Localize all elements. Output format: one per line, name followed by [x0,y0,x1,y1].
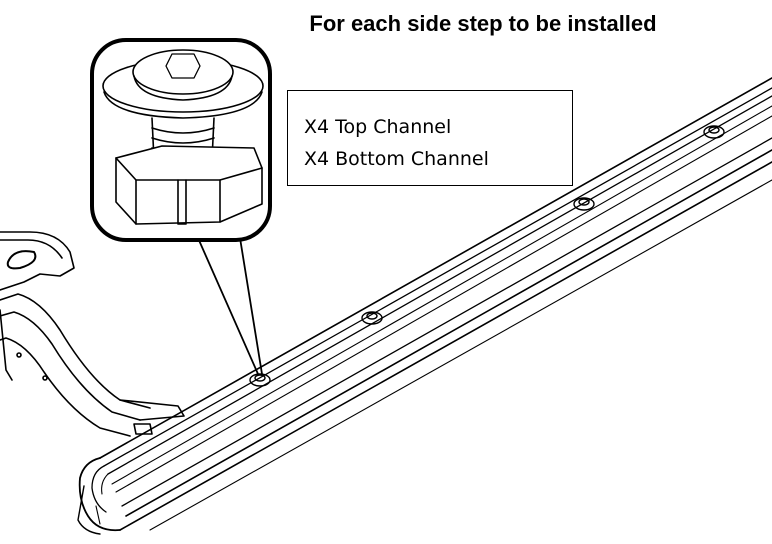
button-head-hex-socket-bolt-icon [102,49,264,161]
running-board-rail [77,77,772,535]
callout-leader [197,237,263,375]
rail-bolt-2 [361,311,383,325]
rail-bolt-4 [703,125,725,139]
rail-bolt-1 [249,373,271,387]
top-channel-quantity: X4 Top Channel [304,116,452,138]
page-title: For each side step to be installed [309,11,657,36]
rail-bolt-3 [573,197,595,211]
bottom-channel-quantity: X4 Bottom Channel [304,148,489,170]
square-nut-icon [115,145,263,225]
hardware-quantity-box: X4 Top Channel X4 Bottom Channel [287,90,573,186]
rail-bolt-heads [249,125,725,387]
mounting-bracket [0,231,185,437]
